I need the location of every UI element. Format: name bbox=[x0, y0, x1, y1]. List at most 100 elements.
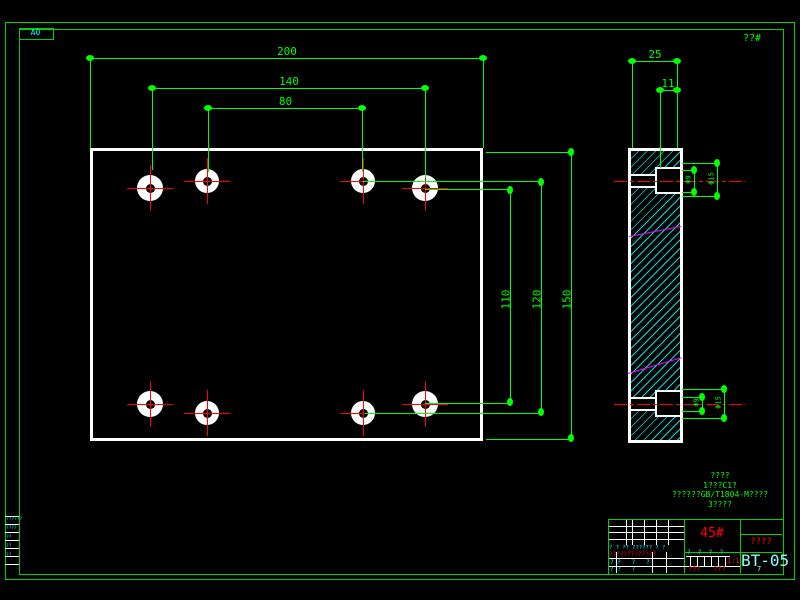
title-grid-hline bbox=[608, 532, 684, 533]
dimension-line bbox=[682, 397, 703, 398]
dim-arrow-dot bbox=[86, 55, 94, 61]
section-hole-cavity bbox=[655, 390, 680, 417]
dimension-line bbox=[362, 108, 363, 172]
title-block-divider bbox=[684, 552, 782, 553]
dim-label-cbore-dia-top: Φ15 bbox=[707, 172, 716, 185]
format-label: A0 bbox=[30, 28, 41, 37]
dimension-line bbox=[363, 181, 542, 182]
dimension-line bbox=[486, 439, 572, 440]
title-grid-hline bbox=[608, 526, 684, 527]
title-grid-vline bbox=[725, 556, 726, 566]
title-block-divider bbox=[740, 534, 782, 535]
dim-arrow-dot bbox=[656, 87, 664, 93]
dimension-line bbox=[571, 152, 572, 439]
dimension-line bbox=[682, 170, 695, 171]
dimension-line bbox=[682, 192, 695, 193]
dim-arrow-dot bbox=[507, 186, 513, 194]
title-grid-vline bbox=[626, 519, 627, 545]
title-grid-vline bbox=[652, 552, 653, 573]
dimension-line bbox=[660, 90, 661, 168]
dim-label-110: 110 bbox=[499, 289, 513, 310]
dim-arrow-dot bbox=[568, 148, 574, 156]
margin-row-3: ?? bbox=[6, 535, 12, 540]
dimension-line bbox=[724, 389, 725, 419]
technical-notes: ???? 1???C1? ??????GB/T1804-M???? 3???? bbox=[640, 471, 800, 509]
dimension-line bbox=[208, 108, 209, 172]
title-grid-vline bbox=[616, 552, 617, 573]
dimension-line bbox=[425, 88, 426, 178]
dim-arrow-dot bbox=[673, 87, 681, 93]
dim-arrow-dot bbox=[673, 58, 681, 64]
dim-arrow-dot bbox=[628, 58, 636, 64]
title-block-border bbox=[608, 519, 784, 575]
title-marked-row: ????????????? bbox=[609, 551, 656, 558]
title-grid-hline bbox=[608, 539, 684, 540]
sheet-inner-border bbox=[19, 29, 784, 575]
note-line-2: 1???C1? bbox=[703, 480, 737, 490]
title-grid-vline bbox=[690, 556, 691, 566]
dimension-line bbox=[694, 170, 695, 193]
dimension-line bbox=[510, 190, 511, 403]
sheet-outer-border bbox=[5, 22, 795, 580]
dimension-line bbox=[682, 411, 703, 412]
dimension-line bbox=[632, 61, 633, 148]
title-grid-vline bbox=[668, 519, 669, 545]
dim-arrow-dot bbox=[691, 166, 697, 174]
dim-arrow-dot bbox=[714, 159, 720, 167]
margin-strip-line bbox=[5, 516, 19, 517]
dim-arrow-dot bbox=[721, 385, 727, 393]
section-centerline bbox=[614, 181, 746, 182]
title-left-row-1: ? ? ? ? bbox=[610, 559, 650, 566]
dim-arrow-dot bbox=[699, 393, 705, 401]
margin-strip-line bbox=[5, 532, 19, 533]
section-centerline bbox=[614, 404, 746, 405]
dim-arrow-dot bbox=[358, 105, 366, 111]
dimension-line bbox=[682, 389, 725, 390]
title-scale: 1:1 bbox=[727, 557, 740, 565]
margin-row-4: ?? bbox=[6, 544, 12, 549]
dim-arrow-dot bbox=[691, 188, 697, 196]
dimension-line bbox=[702, 397, 703, 412]
margin-row-2: ???? bbox=[6, 526, 17, 531]
title-drawing-number-sub: 7 bbox=[757, 565, 762, 573]
hole-centermark-v bbox=[207, 390, 208, 436]
note-line-1: ???? bbox=[710, 471, 730, 480]
dimension-line bbox=[152, 88, 153, 170]
dimension-line bbox=[717, 163, 718, 197]
dimension-line bbox=[425, 189, 511, 190]
title-grid-vline bbox=[644, 519, 645, 545]
dimension-line bbox=[677, 61, 678, 148]
dim-arrow-dot bbox=[721, 414, 727, 422]
dim-arrow-dot bbox=[479, 55, 487, 61]
margin-strip-line bbox=[5, 556, 19, 557]
hole-centermark-v bbox=[363, 390, 364, 436]
dimension-line bbox=[90, 58, 91, 148]
dim-label-hole-dia-bottom: Φ9 bbox=[692, 398, 701, 407]
title-left-row-2: ? ? ? bbox=[610, 566, 636, 573]
section-hole-cavity bbox=[655, 167, 680, 194]
dim-label-150: 150 bbox=[560, 289, 574, 310]
title-qty-row: ??? ??? bbox=[688, 565, 726, 573]
hole-centermark-v bbox=[425, 165, 426, 211]
dim-arrow-dot bbox=[568, 434, 574, 442]
margin-row-5: ?? bbox=[6, 553, 12, 558]
margin-strip-line bbox=[5, 540, 19, 541]
title-mid-header: ? ? ? ? bbox=[687, 549, 724, 556]
title-grid-vline bbox=[704, 556, 705, 566]
dim-label-hole-dia-top: Φ9 bbox=[684, 175, 693, 184]
title-grid-vline bbox=[656, 519, 657, 545]
title-grid-vline bbox=[711, 556, 712, 566]
title-block-divider bbox=[740, 519, 741, 573]
dimension-line bbox=[632, 61, 678, 62]
dimension-line bbox=[682, 418, 725, 419]
dim-arrow-dot bbox=[538, 178, 544, 186]
dim-label-200: 200 bbox=[277, 45, 297, 58]
hole-centermark-v bbox=[425, 381, 426, 427]
title-grid-vline bbox=[632, 519, 633, 545]
dimension-line bbox=[541, 182, 542, 413]
title-grid-vline bbox=[666, 552, 667, 573]
title-grid-vline bbox=[718, 556, 719, 566]
dim-label-11: 11 bbox=[661, 77, 675, 90]
